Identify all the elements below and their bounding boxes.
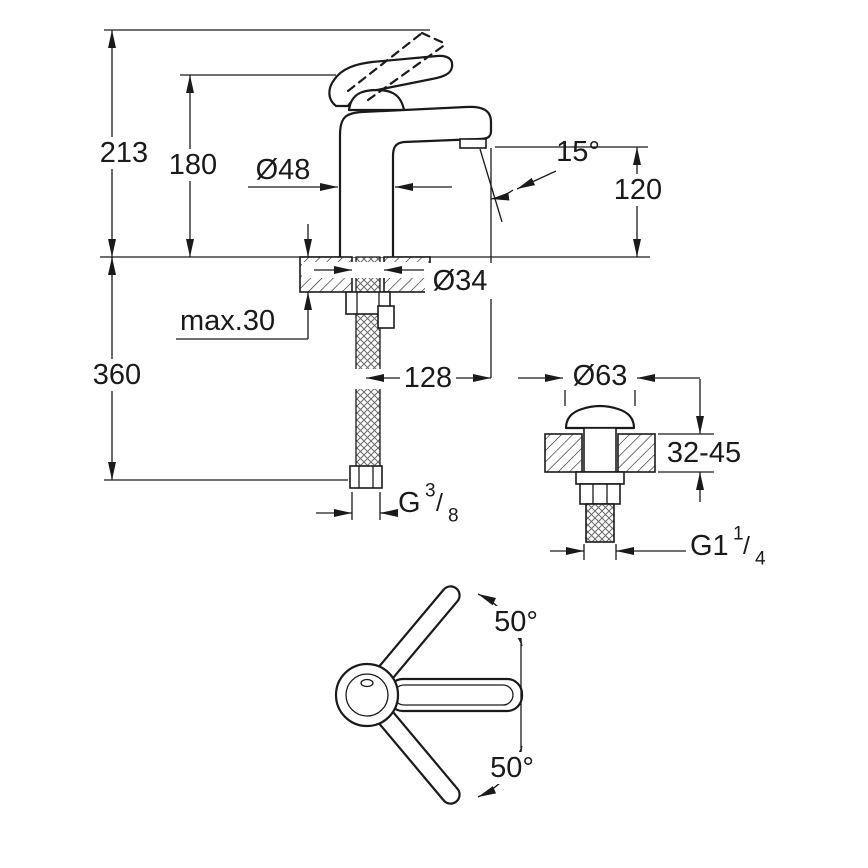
swing-angle-up-label: 50° [494, 606, 538, 638]
popup-waste-cap [564, 404, 636, 430]
top-view: 50° 50° [334, 585, 544, 805]
body-height-label: 180 [169, 149, 217, 181]
hose-connector [349, 465, 383, 489]
valve-nut [579, 483, 621, 505]
drain-deck-right [617, 433, 656, 473]
valve-threaded-tail [585, 503, 615, 543]
g38-numerator: 3 [425, 481, 436, 502]
cartridge-dome [347, 88, 406, 112]
swing-angle-down-label: 50° [490, 752, 534, 784]
g38-slash: / [436, 489, 443, 517]
max-deck-thickness-label: max.30 [180, 305, 275, 337]
handle-center-position [386, 677, 524, 713]
handle-position-down [376, 707, 461, 805]
base-diameter-label: Ø48 [256, 154, 311, 186]
spout-height-label: 120 [614, 174, 662, 206]
supply-length-label: 360 [93, 359, 141, 391]
faucet-cap-top [345, 673, 389, 717]
lever-raised-position-dashed [346, 31, 448, 102]
valve-washer [575, 471, 625, 485]
handle-position-up [376, 585, 461, 683]
spout-projection-label: 128 [404, 362, 452, 394]
drain-deck-left [544, 433, 583, 473]
supply-thread-label: G 3 / 8 [398, 481, 459, 527]
overall-height-label: 213 [100, 137, 148, 169]
side-view: 213 180 Ø48 15° 120 Ø34 max.30 360 [89, 29, 667, 527]
faucet-body-spout [338, 105, 493, 257]
brand-mark [360, 678, 374, 688]
g114-denominator: 4 [755, 549, 766, 570]
valve-body [583, 427, 617, 473]
waste-thread-label: G1 1 / 4 [690, 524, 766, 570]
g114-numerator: 1 [733, 524, 744, 545]
fixing-clamp [377, 305, 395, 329]
drain-valve-detail: Ø63 32-45 G1 1 / 4 [518, 360, 766, 570]
deck-thickness-range-label: 32-45 [667, 437, 741, 469]
angle-arc-15 [490, 189, 514, 201]
aerator [459, 138, 487, 149]
braided-supply-hose [355, 256, 381, 469]
g114-slash: / [743, 532, 750, 560]
angle-leader-15 [516, 170, 557, 190]
spray-angle-label: 15° [556, 136, 600, 168]
g38-denominator: 8 [448, 506, 459, 527]
faucet-base-top [334, 662, 400, 728]
mounting-hole-diameter-label: Ø34 [433, 265, 488, 297]
g38-prefix: G [398, 487, 421, 519]
g114-prefix: G1 [690, 530, 729, 562]
flange-diameter-label: Ø63 [573, 360, 628, 392]
